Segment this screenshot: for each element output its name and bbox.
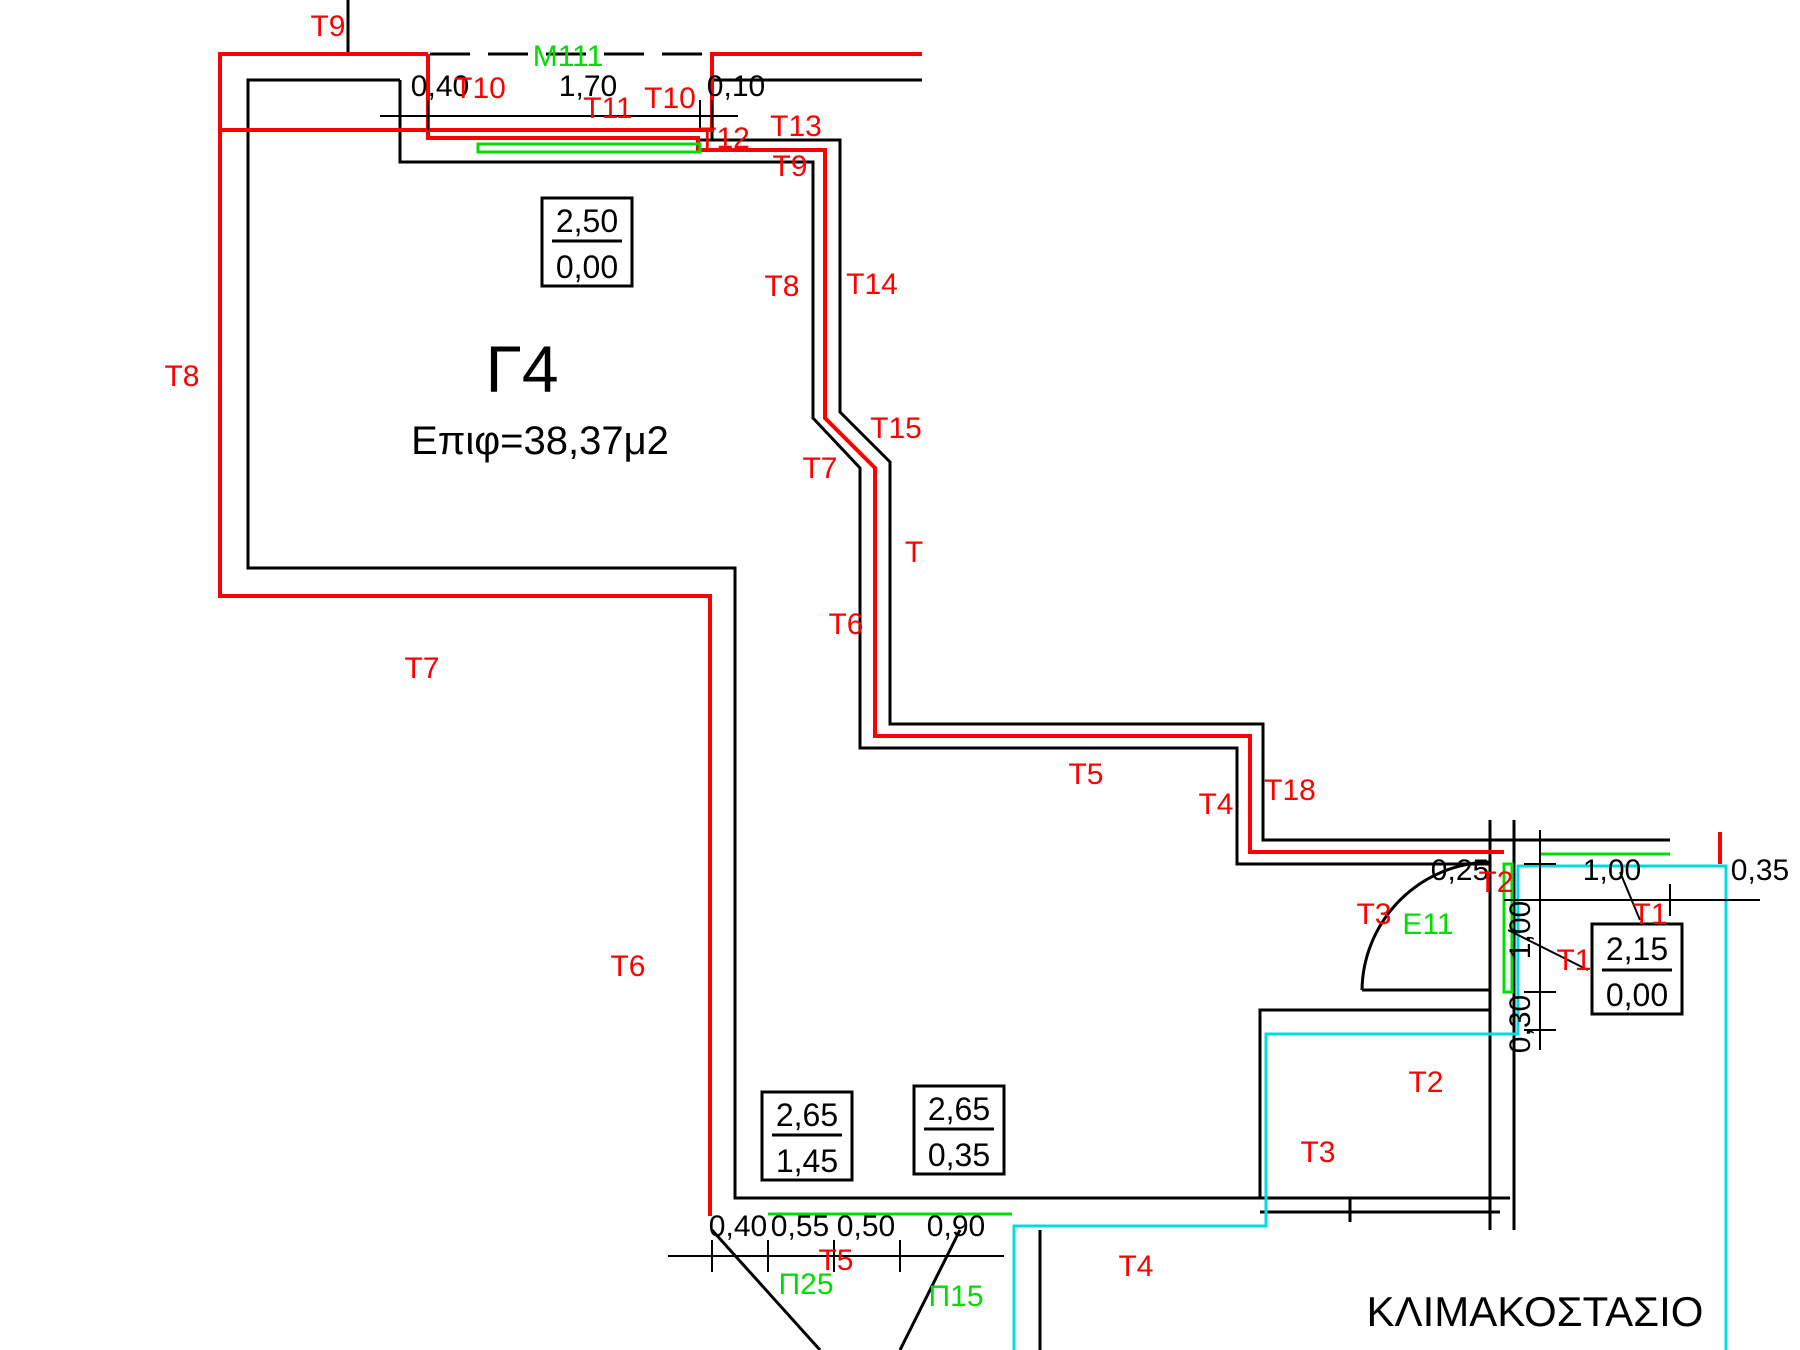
label-t8-left: T8 [164, 360, 199, 393]
dim-bottom-1: 0,40 [709, 1210, 767, 1243]
dimension-lines [380, 100, 1760, 1272]
window-m111 [476, 142, 702, 154]
label-t7-inner: T7 [802, 452, 837, 485]
level-box-1: 2,50 0,00 [540, 196, 634, 288]
level-box-bottom: 0,35 [928, 1137, 990, 1173]
label-t9-mid: T9 [772, 150, 807, 183]
dim-right-3: 0,35 [1731, 854, 1789, 887]
level-box-4: 2,15 0,00 [1590, 922, 1684, 1016]
label-t12: T12 [698, 122, 750, 155]
label-t2-door: T2 [1478, 866, 1513, 899]
level-box-top: 2,65 [776, 1097, 838, 1133]
door-swing-arc [1360, 860, 1491, 991]
level-box-frame [760, 1090, 854, 1182]
dim-right-2: 1,00 [1583, 854, 1641, 887]
partition-inner-wall [700, 138, 1670, 842]
dim-top-2: 1,70 [559, 70, 617, 103]
leader-t1 [1619, 871, 1641, 921]
room-name: Γ4 [485, 332, 558, 406]
label-t14: T14 [846, 268, 898, 301]
bottom-funnel-2 [898, 1229, 962, 1350]
level-box-bottom: 0,00 [556, 249, 618, 285]
label-t5-mid: T5 [1068, 758, 1103, 791]
openings [476, 142, 1670, 1216]
level-box-top: 2,50 [556, 203, 618, 239]
level-box-2: 2,65 1,45 [760, 1090, 854, 1182]
bottom-funnel [710, 1228, 822, 1350]
boundary-left [218, 52, 712, 1216]
stair-label: ΚΛΙΜΑΚΟΣΤΑΣΙΟ [1367, 1288, 1704, 1335]
level-box-3: 2,65 0,35 [912, 1084, 1006, 1176]
label-t5-bottom: T5 [818, 1244, 853, 1277]
stair-outline [1012, 864, 1728, 1350]
dim-right-vert-1: 1,00 [1504, 901, 1537, 959]
label-t2-stair: T2 [1408, 1066, 1443, 1099]
label-p15: Π15 [928, 1280, 983, 1313]
label-t1-a: T1 [1632, 898, 1667, 931]
green-labels: M111 E11 Π25 Π15 [533, 40, 1454, 1313]
label-t11: T11 [583, 92, 632, 125]
room-wall-outline [398, 80, 1490, 866]
dim-right-vert-2: 0,30 [1504, 995, 1537, 1053]
dim-bottom-4: 0,90 [927, 1210, 985, 1243]
dim-right-1: 0,25 [1431, 854, 1489, 887]
door-e11 [1502, 862, 1514, 994]
label-t10-a: T10 [454, 72, 506, 105]
label-t7-outer: T7 [404, 652, 439, 685]
level-box-frame [1590, 922, 1684, 1016]
label-t4-bottom: T4 [1118, 1250, 1153, 1283]
boundary-partition [426, 54, 1504, 854]
level-box-top: 2,65 [928, 1091, 990, 1127]
dim-bottom-3: 0,50 [837, 1210, 895, 1243]
level-box-top: 2,15 [1606, 931, 1668, 967]
label-t13: T13 [770, 110, 822, 143]
label-e11: E11 [1402, 908, 1453, 941]
red-labels: T9 T10 T11 T10 T12 T13 T9 T8 T14 T8 T15 … [164, 10, 1667, 1283]
label-p25: Π25 [778, 1268, 833, 1301]
label-t3-door: T3 [1356, 898, 1391, 931]
label-t8-inner: T8 [764, 270, 799, 303]
label-t4-mid: T4 [1198, 788, 1233, 821]
boundary-outer [220, 52, 922, 132]
level-box-frame [540, 196, 634, 288]
label-t15: T15 [870, 412, 922, 445]
label-t6-inner: T6 [828, 608, 863, 641]
label-t3-stair: T3 [1300, 1136, 1335, 1169]
walls [246, 0, 1670, 1350]
label-t-partial: T [905, 536, 923, 569]
level-box-bottom: 0,00 [1606, 977, 1668, 1013]
level-box-frame [912, 1084, 1006, 1176]
stair-enclosure [1012, 864, 1728, 1350]
dim-top-3: 0,10 [707, 70, 765, 103]
label-t9-top: T9 [310, 10, 345, 43]
dim-bottom-2: 0,55 [771, 1210, 829, 1243]
label-t1-b: T1 [1556, 944, 1591, 977]
room-area: Επιφ=38,37μ2 [411, 419, 669, 463]
leader-box-4 [1507, 929, 1589, 971]
label-t18: T18 [1264, 774, 1316, 807]
dim-top-1: 0,40 [411, 70, 469, 103]
label-t6-outer: T6 [610, 950, 645, 983]
label-t10-b: T10 [644, 82, 696, 115]
level-box-bottom: 1,45 [776, 1143, 838, 1179]
label-m111: M111 [533, 40, 604, 73]
room-wall-outline-left [246, 78, 1490, 1200]
boundaries [218, 52, 1722, 1216]
